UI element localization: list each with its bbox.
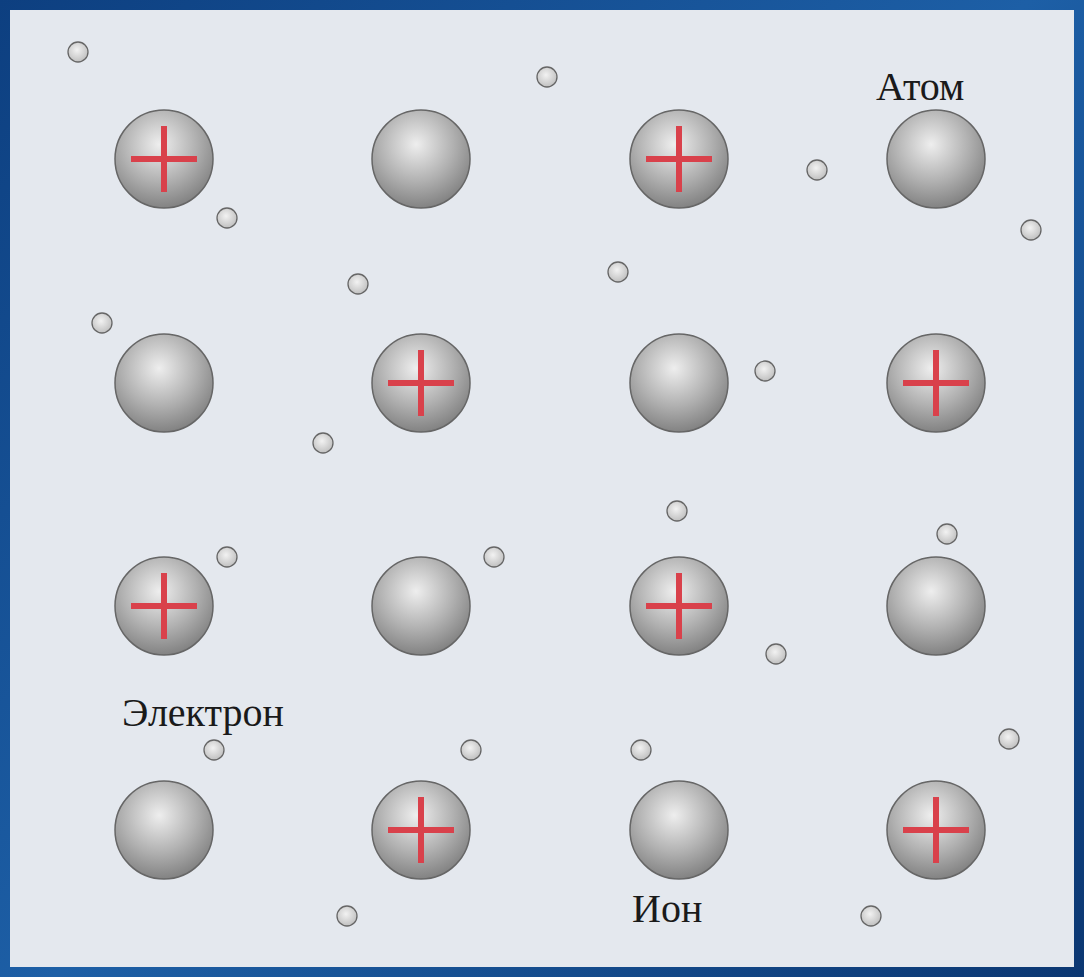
plus-sign xyxy=(646,126,712,192)
atom-sphere xyxy=(372,110,470,208)
atom-sphere xyxy=(630,334,728,432)
electron-dot xyxy=(204,740,224,760)
plus-sign xyxy=(131,573,197,639)
electron-dot xyxy=(937,524,957,544)
ion-sphere xyxy=(115,557,213,655)
electron-dot xyxy=(313,433,333,453)
atom-sphere xyxy=(887,110,985,208)
ion-sphere xyxy=(630,557,728,655)
electron-dot xyxy=(217,547,237,567)
plus-sign xyxy=(388,350,454,416)
electron-dot xyxy=(608,262,628,282)
ion-sphere xyxy=(887,781,985,879)
electron-dot xyxy=(999,729,1019,749)
electron-dot xyxy=(348,274,368,294)
ion-sphere xyxy=(887,334,985,432)
plus-sign xyxy=(388,797,454,863)
electron-dot xyxy=(667,501,687,521)
atom-sphere xyxy=(372,557,470,655)
electron-dot xyxy=(807,160,827,180)
electron-dot xyxy=(631,740,651,760)
ion-sphere xyxy=(372,781,470,879)
electron-dot xyxy=(461,740,481,760)
atom-sphere xyxy=(630,781,728,879)
plus-sign xyxy=(646,573,712,639)
ion-sphere xyxy=(115,110,213,208)
plus-sign xyxy=(131,126,197,192)
electron-dot xyxy=(484,547,504,567)
ion-sphere xyxy=(630,110,728,208)
atom-sphere xyxy=(115,334,213,432)
part-label: Ион xyxy=(632,886,702,932)
atom-sphere xyxy=(115,781,213,879)
part-label: Атом xyxy=(876,64,964,110)
plus-sign xyxy=(903,350,969,416)
electron-dot xyxy=(861,906,881,926)
electron-dot xyxy=(1021,220,1041,240)
electron-dot xyxy=(766,644,786,664)
electron-dot xyxy=(68,42,88,62)
electron-dot xyxy=(537,67,557,87)
atom-sphere xyxy=(887,557,985,655)
ion-sphere xyxy=(372,334,470,432)
electron-dot xyxy=(755,361,775,381)
electron-dot xyxy=(92,313,112,333)
plus-sign xyxy=(903,797,969,863)
electron-dot xyxy=(337,906,357,926)
electron-dot xyxy=(217,208,237,228)
part-label: Электрон xyxy=(122,690,284,736)
